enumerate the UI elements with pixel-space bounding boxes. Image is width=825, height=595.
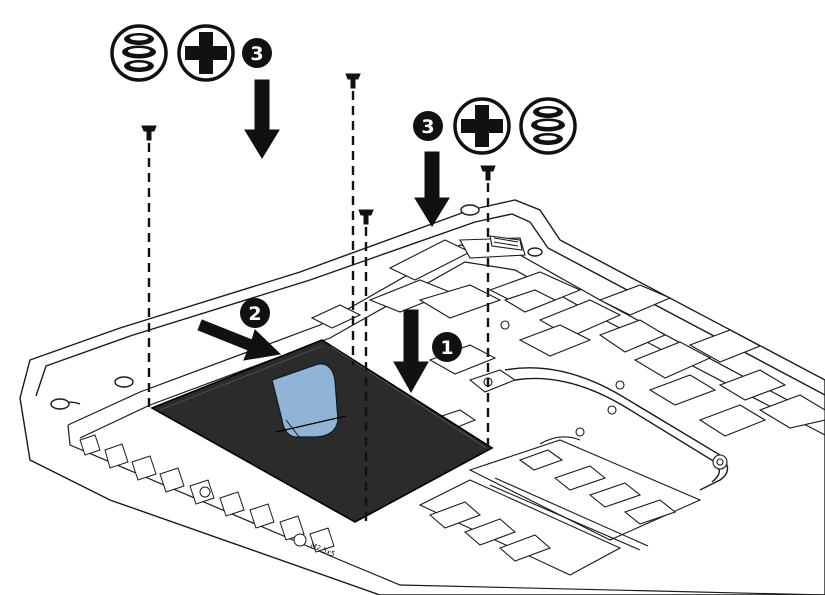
stacked-screws-icon <box>110 24 168 82</box>
left-rib-details <box>79 434 335 553</box>
arrow-down-left <box>244 79 280 159</box>
screws <box>141 73 496 225</box>
arrow-down-step1 <box>393 309 429 394</box>
internal-components <box>310 235 825 493</box>
step-3-left-number: 3 <box>250 43 263 65</box>
callout-step-3-left: 3 <box>242 38 272 68</box>
callout-step-1: 1 <box>432 332 462 362</box>
step-2-number: 2 <box>248 303 261 325</box>
arrows <box>197 79 450 394</box>
callout-step-2: 2 <box>240 298 270 328</box>
screw-guide-lines <box>147 91 490 525</box>
screw-mid-center <box>358 209 374 225</box>
hard-drive <box>150 339 494 523</box>
arrow-slide-step2 <box>197 319 282 361</box>
step-1-number: 1 <box>440 337 453 359</box>
screw-top-center <box>345 73 361 89</box>
callout-step-3-right: 3 <box>413 111 443 141</box>
stacked-screws-icon-right <box>519 97 577 155</box>
phillips-screwdriver-icon-right <box>453 97 511 155</box>
arrow-down-right <box>414 151 450 227</box>
memory-modules <box>418 436 702 576</box>
step-3-right-number: 3 <box>421 116 434 138</box>
screw-right <box>480 165 496 181</box>
screw-left <box>141 125 157 141</box>
phillips-screwdriver-icon <box>177 24 235 82</box>
